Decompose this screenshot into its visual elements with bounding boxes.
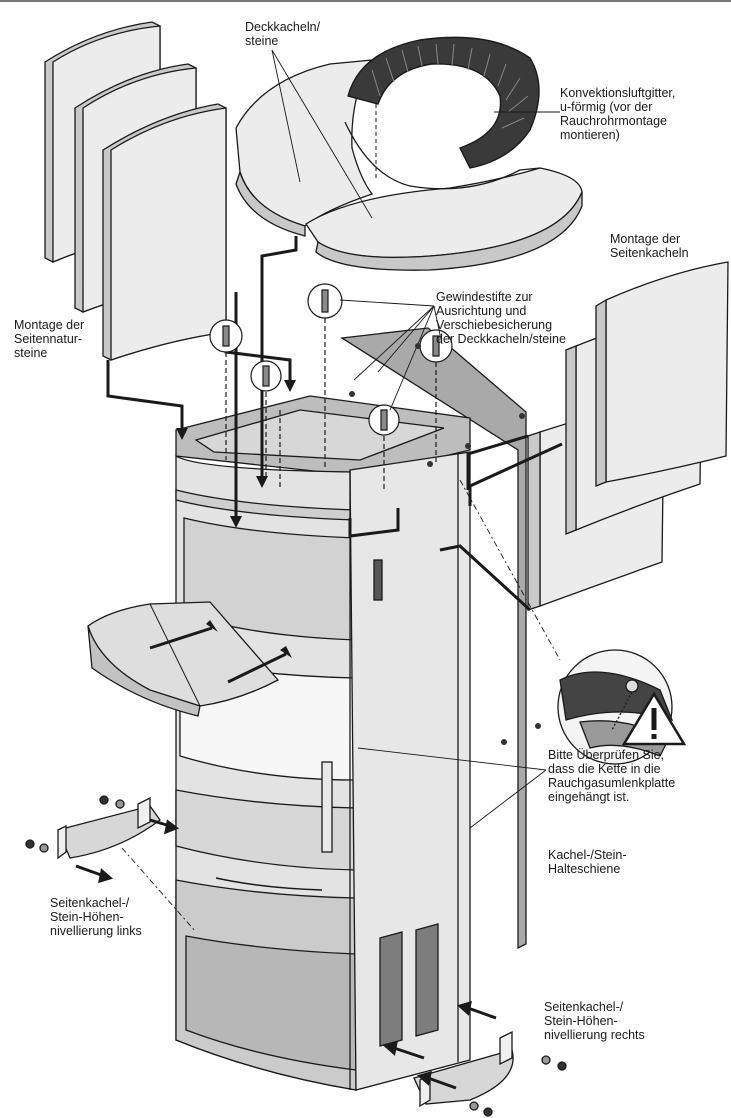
leveling-bracket-right-arrows xyxy=(382,1000,497,1090)
leveling-bracket-left-arrows xyxy=(75,818,180,884)
label-cover-stones: Deckkacheln/ steine xyxy=(245,20,321,48)
label-threaded-pins: Gewindestifte zur Ausrichtung und Versch… xyxy=(436,290,566,346)
label-holding-rail: Kachel-/Stein- Halteschiene xyxy=(548,848,627,876)
top-cover-stones xyxy=(235,59,583,271)
label-chain-warning: Bitte Überprüfen Sie, dass die Kette in … xyxy=(548,748,676,804)
label-side-tiles-mounting: Montage der Seitenkacheln xyxy=(610,232,689,260)
arrow-heads xyxy=(176,380,296,658)
side-natural-stones-left xyxy=(44,21,227,361)
warning-triangle-icon xyxy=(621,691,687,746)
threaded-pins xyxy=(209,283,453,492)
label-convection-grille: Konvektionsluftgitter, u-förmig (vor der… xyxy=(560,86,676,142)
label-side-stones-mounting: Montage der Seitennatur- steine xyxy=(14,318,85,360)
side-tiles-right xyxy=(527,261,729,611)
screws xyxy=(349,343,541,745)
leveling-bracket-right xyxy=(413,1030,567,1117)
leader-lines xyxy=(121,49,561,933)
stove-body xyxy=(175,327,527,1091)
leveling-bracket-left xyxy=(25,795,161,860)
label-leveling-right: Seitenkachel-/ Stein-Höhen- nivellierung… xyxy=(544,1000,645,1042)
label-leveling-left: Seitenkachel-/ Stein-Höhen- nivellierung… xyxy=(50,896,142,938)
convection-grille xyxy=(347,36,540,178)
